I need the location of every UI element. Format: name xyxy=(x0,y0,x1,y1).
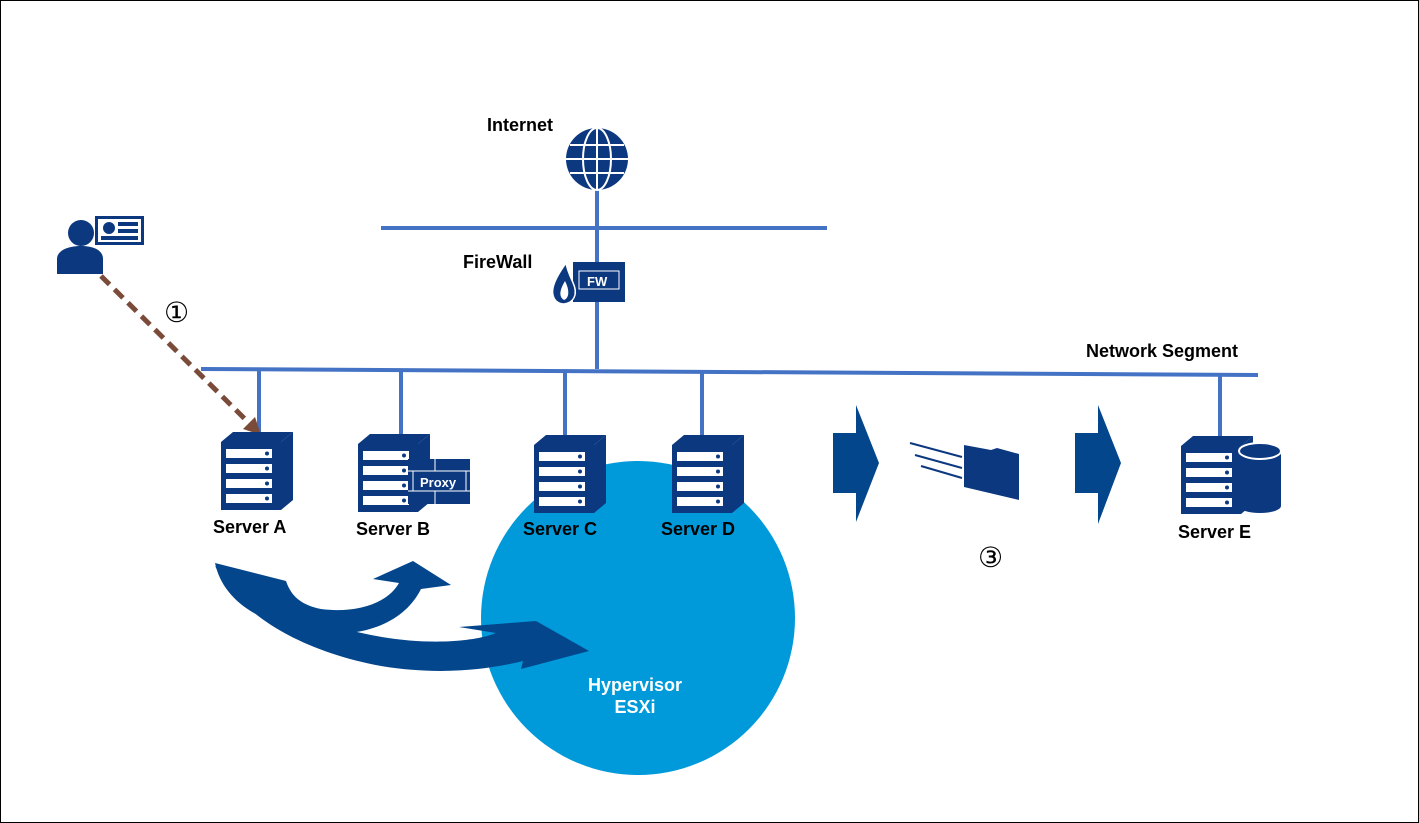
flow-arrow-1 xyxy=(833,405,879,522)
server-d-label: Server D xyxy=(661,519,736,539)
step-1-marker: ① xyxy=(164,297,190,328)
access-dashed-arrow xyxy=(99,274,261,435)
network-lines xyxy=(200,181,1259,438)
server-c-label: Server C xyxy=(523,519,598,539)
flow-arrow-2 xyxy=(1075,405,1121,524)
server-b-label: Server B xyxy=(356,519,431,539)
server-d-icon xyxy=(672,435,744,513)
server-a-label: Server A xyxy=(213,517,287,537)
moving-folder-icon xyxy=(909,442,1019,500)
migration-arrows xyxy=(215,561,589,671)
firewall-label: FireWall xyxy=(463,252,533,272)
esxi-label: ESXi xyxy=(614,697,656,717)
hypervisor-circle xyxy=(481,461,795,775)
firewall-fw-text: FW xyxy=(587,274,608,289)
internet-globe-icon xyxy=(566,127,628,191)
proxy-text: Proxy xyxy=(420,475,457,490)
hypervisor-label: Hypervisor xyxy=(587,675,683,695)
server-e-label: Server E xyxy=(1178,522,1252,542)
database-icon xyxy=(1238,442,1282,513)
firewall-icon: FW xyxy=(551,261,625,305)
server-c-icon xyxy=(534,435,606,513)
network-segment-label: Network Segment xyxy=(1086,341,1239,361)
user-icon xyxy=(57,216,144,274)
step-3-marker: ③ xyxy=(978,542,1004,573)
server-a-icon xyxy=(221,432,293,510)
proxy-wall-icon: Proxy xyxy=(408,459,470,504)
internet-label: Internet xyxy=(487,115,554,135)
